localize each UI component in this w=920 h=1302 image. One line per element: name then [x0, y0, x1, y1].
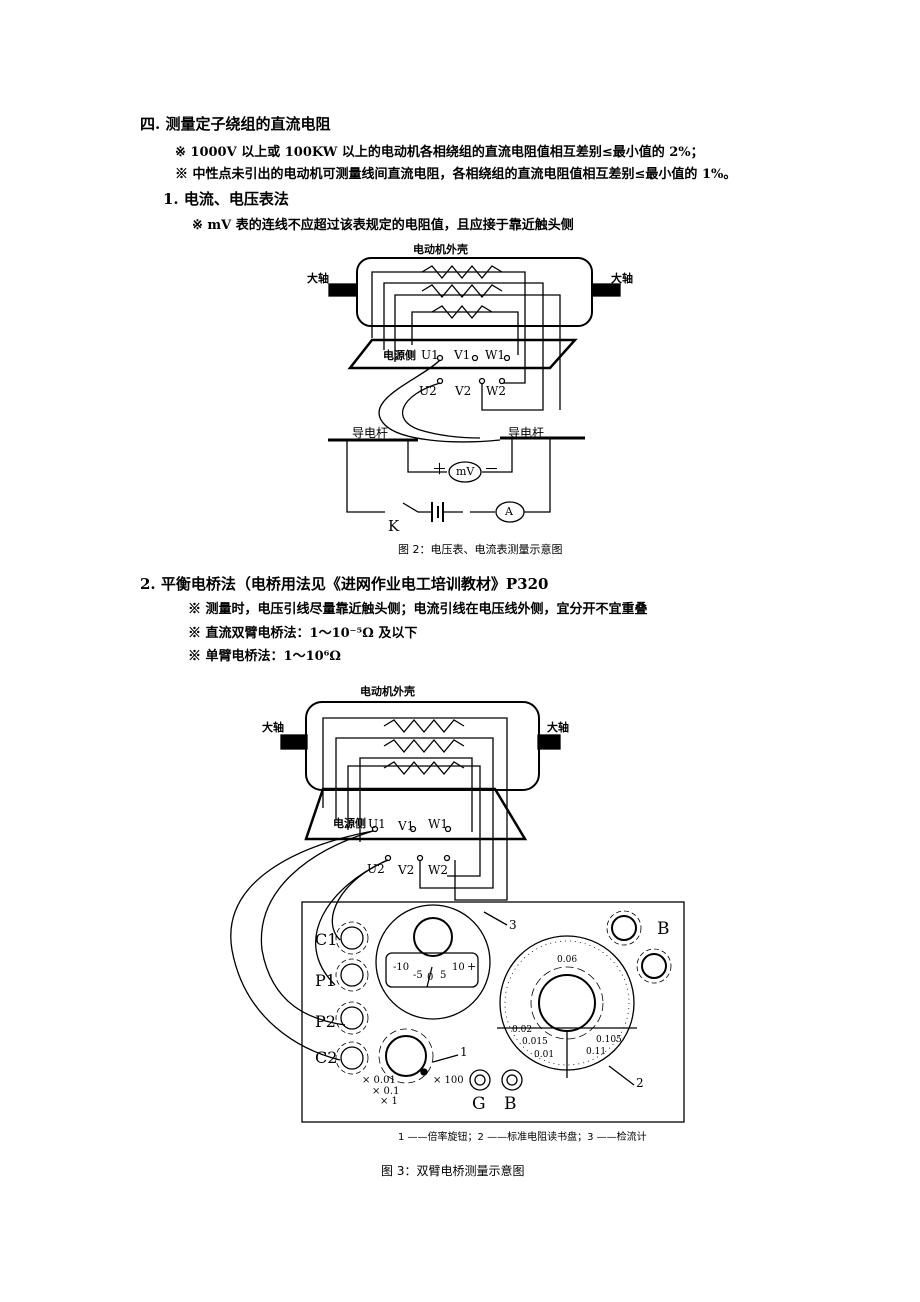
terminal-label: U2	[419, 384, 437, 398]
figure-3-caption: 图 3：双臂电桥测量示意图	[381, 1164, 525, 1178]
plus-sign: ＋	[432, 460, 448, 478]
meter-plus: +	[467, 960, 477, 973]
battery-b-label: B	[504, 1094, 517, 1114]
meter-scale-mark: -10	[393, 962, 410, 973]
terminal-label: W1	[428, 817, 448, 831]
multiplier-label: × 0.01	[362, 1075, 396, 1086]
switch-label: K	[388, 517, 400, 535]
ammeter-label: A	[505, 505, 513, 518]
method-2-note: ※ 直流双臂电桥法：1～10⁻⁵Ω 及以下	[188, 626, 418, 641]
dial-value: 0.11	[586, 1047, 607, 1057]
terminal-label: U2	[367, 862, 385, 876]
meter-scale-mark: 5	[440, 970, 447, 981]
terminal-label: U1	[368, 817, 386, 831]
terminal-c1-label: C1	[315, 930, 338, 949]
shaft-label: 大轴	[611, 272, 633, 285]
terminal-label: W2	[428, 863, 448, 877]
multiplier-label: × 1	[380, 1096, 398, 1107]
terminal-p1-label: P1	[315, 971, 336, 990]
dial-value: 0.105	[596, 1035, 622, 1045]
terminal-c2-label: C2	[315, 1048, 338, 1067]
source-side-label: 电源侧	[333, 817, 366, 830]
minus-sign: －	[484, 460, 500, 478]
section-title: 四. 测量定子绕组的直流电阻	[140, 115, 331, 133]
callout-number: 3	[509, 918, 517, 932]
shaft-label: 大轴	[307, 272, 329, 285]
method-2-title: 2. 平衡电桥法（电桥用法见《进网作业电工培训教材》P320	[140, 575, 549, 593]
multiplier-label: × 100	[433, 1075, 464, 1086]
terminal-label: V1	[454, 348, 471, 362]
shaft-label: 大轴	[547, 721, 569, 734]
multiplier-label: × 0.1	[372, 1086, 400, 1097]
millivoltmeter-label: mV	[456, 465, 475, 478]
callout-number: 2	[636, 1076, 644, 1090]
terminal-label: V2	[398, 863, 415, 877]
terminal-label: U1	[421, 348, 439, 362]
dial-value: 0.02	[512, 1025, 533, 1035]
callout-number: 1	[460, 1045, 468, 1059]
rod-label: 导电杆	[508, 426, 545, 440]
dial-value: 0.015	[522, 1037, 548, 1047]
figure-3-legend: 1 ——倍率旋钮；2 ——标准电阻读书盘；3 ——检流计	[398, 1132, 647, 1143]
figure-2-caption: 图 2：电压表、电流表测量示意图	[398, 543, 563, 556]
housing-label: 电动机外壳	[360, 685, 415, 698]
battery-b-label: B	[657, 919, 670, 939]
meter-scale-mark: 0	[427, 972, 434, 983]
terminal-label: V2	[455, 384, 472, 398]
method-1-note: ※ mV 表的连线不应超过该表规定的电阻值，且应接于靠近触头侧	[192, 218, 574, 233]
terminal-label: W1	[485, 348, 505, 362]
meter-scale-mark: -5	[413, 970, 423, 981]
note-line: ※ 1000V 以上或 100KW 以上的电动机各相绕组的直流电阻值相互差别≤最…	[175, 145, 704, 160]
method-2-note: ※ 测量时，电压引线尽量靠近触头侧；电流引线在电压线外侧，宜分开不宜重叠	[188, 602, 648, 617]
dial-value: 0.01	[534, 1050, 555, 1060]
terminal-p2-label: P2	[315, 1012, 336, 1031]
housing-label: 电动机外壳	[413, 243, 468, 256]
method-2-note: ※ 单臂电桥法：1～10⁶Ω	[188, 649, 341, 664]
galvanometer-g-label: G	[472, 1094, 486, 1114]
source-side-label: 电源侧	[383, 349, 416, 362]
terminal-label: V1	[398, 819, 415, 833]
terminal-label: W2	[486, 384, 506, 398]
rod-label: 导电杆	[352, 426, 389, 440]
note-line: ※ 中性点未引出的电动机可测量线间直流电阻，各相绕组的直流电阻值相互差别≤最小值…	[175, 167, 737, 182]
method-1-title: 1. 电流、电压表法	[163, 190, 289, 208]
dial-value: 0.06	[557, 955, 578, 965]
shaft-label: 大轴	[262, 721, 284, 734]
meter-scale-mark: 10	[452, 962, 465, 973]
